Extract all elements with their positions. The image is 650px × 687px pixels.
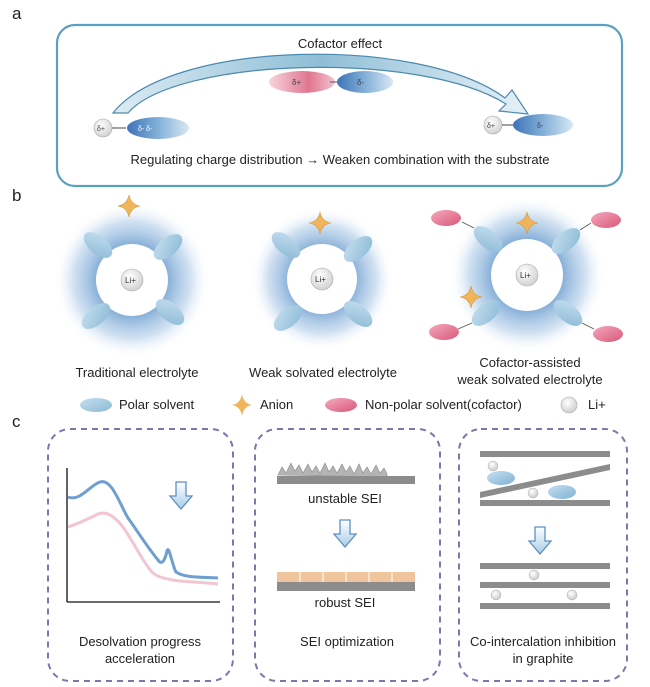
- svg-text:δ+: δ+: [97, 126, 105, 133]
- svg-text:δ-: δ-: [537, 123, 544, 130]
- polar-solvent: [343, 301, 373, 327]
- legend-symbols: [80, 394, 578, 416]
- sei-optimization-label: SEI optimization: [300, 634, 394, 649]
- polar-solvent: [83, 232, 113, 258]
- legend-nonpolar-label: Non-polar solvent(cofactor): [365, 397, 522, 412]
- legend-polar-label: Polar solvent: [119, 397, 195, 412]
- weak-cluster: Li+: [250, 207, 394, 351]
- panel-a-letter: a: [12, 4, 22, 23]
- panel-b-letter: b: [12, 186, 22, 205]
- weak-label: Weak solvated electrolyte: [249, 365, 397, 380]
- unstable-sei-spikes: [277, 462, 388, 478]
- polar-solvent: [153, 234, 183, 260]
- box-graphite: [458, 428, 628, 682]
- graphite-diagram: [480, 451, 610, 609]
- li-ion: [490, 589, 502, 601]
- traditional-cluster: Li+: [54, 195, 210, 358]
- cofactor-ellipse-center: [269, 71, 335, 93]
- panel-a-frame: [55, 23, 624, 188]
- cofactor-label-2: weak solvated electrolyte: [457, 372, 603, 387]
- left-ellipse: [127, 117, 189, 139]
- polar-solvent: [81, 303, 111, 329]
- right-ellipse: [513, 114, 573, 136]
- intercalated-solvent: [548, 485, 576, 499]
- svg-text:δ+: δ+: [487, 123, 495, 130]
- li-ion: [487, 460, 499, 472]
- cofactor-label-1: Cofactor-assisted: [479, 355, 581, 370]
- cofactor-effect-title: Cofactor effect: [297, 36, 383, 51]
- box-sei: [254, 428, 441, 682]
- desolvation-label-1: Desolvation progress: [78, 634, 202, 649]
- nonpolar-solvent: [431, 210, 461, 226]
- panel-a-caption: Regulating charge distribution → Weaken …: [130, 152, 550, 167]
- graphite-label-2: in graphite: [512, 651, 574, 666]
- curved-arrow: [111, 53, 530, 115]
- unstable-sei-label: unstable SEI: [308, 491, 382, 506]
- cofactor-cluster: Li+: [429, 197, 623, 353]
- panel-c-letter: c: [12, 412, 21, 431]
- traditional-label: Traditional electrolyte: [75, 365, 199, 380]
- curve-cofactor: [67, 480, 219, 580]
- legend-anion-label: Anion: [260, 397, 294, 412]
- li-ion: [528, 569, 540, 581]
- nonpolar-solvent: [593, 326, 623, 342]
- polar-solvent: [273, 305, 303, 331]
- li-ion: [527, 487, 539, 499]
- down-arrow-icon: [527, 526, 553, 556]
- legend-li-label: Li+: [588, 397, 606, 412]
- box-desolvation: [47, 428, 234, 682]
- legend-anion-icon: [232, 394, 252, 416]
- panel-c-diagram: [47, 428, 628, 682]
- unstable-sei-substrate: [277, 476, 415, 484]
- robust-sei-substrate: [277, 582, 415, 591]
- polar-solvent: [471, 300, 501, 326]
- nonpolar-solvent: [429, 324, 459, 340]
- solvent-ellipse-center: [337, 71, 393, 93]
- down-arrow-icon: [168, 481, 194, 511]
- svg-text:Li+: Li+: [520, 271, 531, 280]
- desolvation-plot: [66, 468, 220, 603]
- polar-solvent: [551, 228, 581, 254]
- svg-text:δ- δ-: δ- δ-: [138, 126, 153, 133]
- panel-b-diagram: Li+ Li+ Li+: [54, 195, 623, 358]
- robust-sei-label: robust SEI: [314, 595, 376, 610]
- graphite-label-1: Co-intercalation inhibition: [470, 634, 616, 649]
- sei-diagram: [277, 462, 415, 591]
- desolvation-label-2: acceleration: [104, 651, 176, 666]
- polar-solvent: [343, 236, 373, 262]
- curve-traditional: [67, 511, 219, 586]
- center-delta-minus: δ-: [357, 78, 364, 87]
- polar-solvent: [155, 299, 185, 325]
- intercalated-solvent: [487, 471, 515, 485]
- li-ion: [566, 589, 578, 601]
- nonpolar-solvent: [591, 212, 621, 228]
- polar-solvent: [271, 232, 301, 258]
- svg-text:Li+: Li+: [315, 275, 326, 284]
- center-delta-plus: δ+: [292, 78, 301, 87]
- panel-a-diagram: δ+ δ- δ+ δ- δ- δ+ δ-: [55, 23, 624, 188]
- polar-solvent: [553, 300, 583, 326]
- polar-solvent: [473, 226, 503, 252]
- legend-li-icon: [560, 396, 578, 414]
- down-arrow-icon: [332, 519, 358, 549]
- legend-nonpolar-icon: [325, 398, 357, 412]
- li-label: Li+: [125, 276, 136, 285]
- legend-polar-icon: [80, 398, 112, 412]
